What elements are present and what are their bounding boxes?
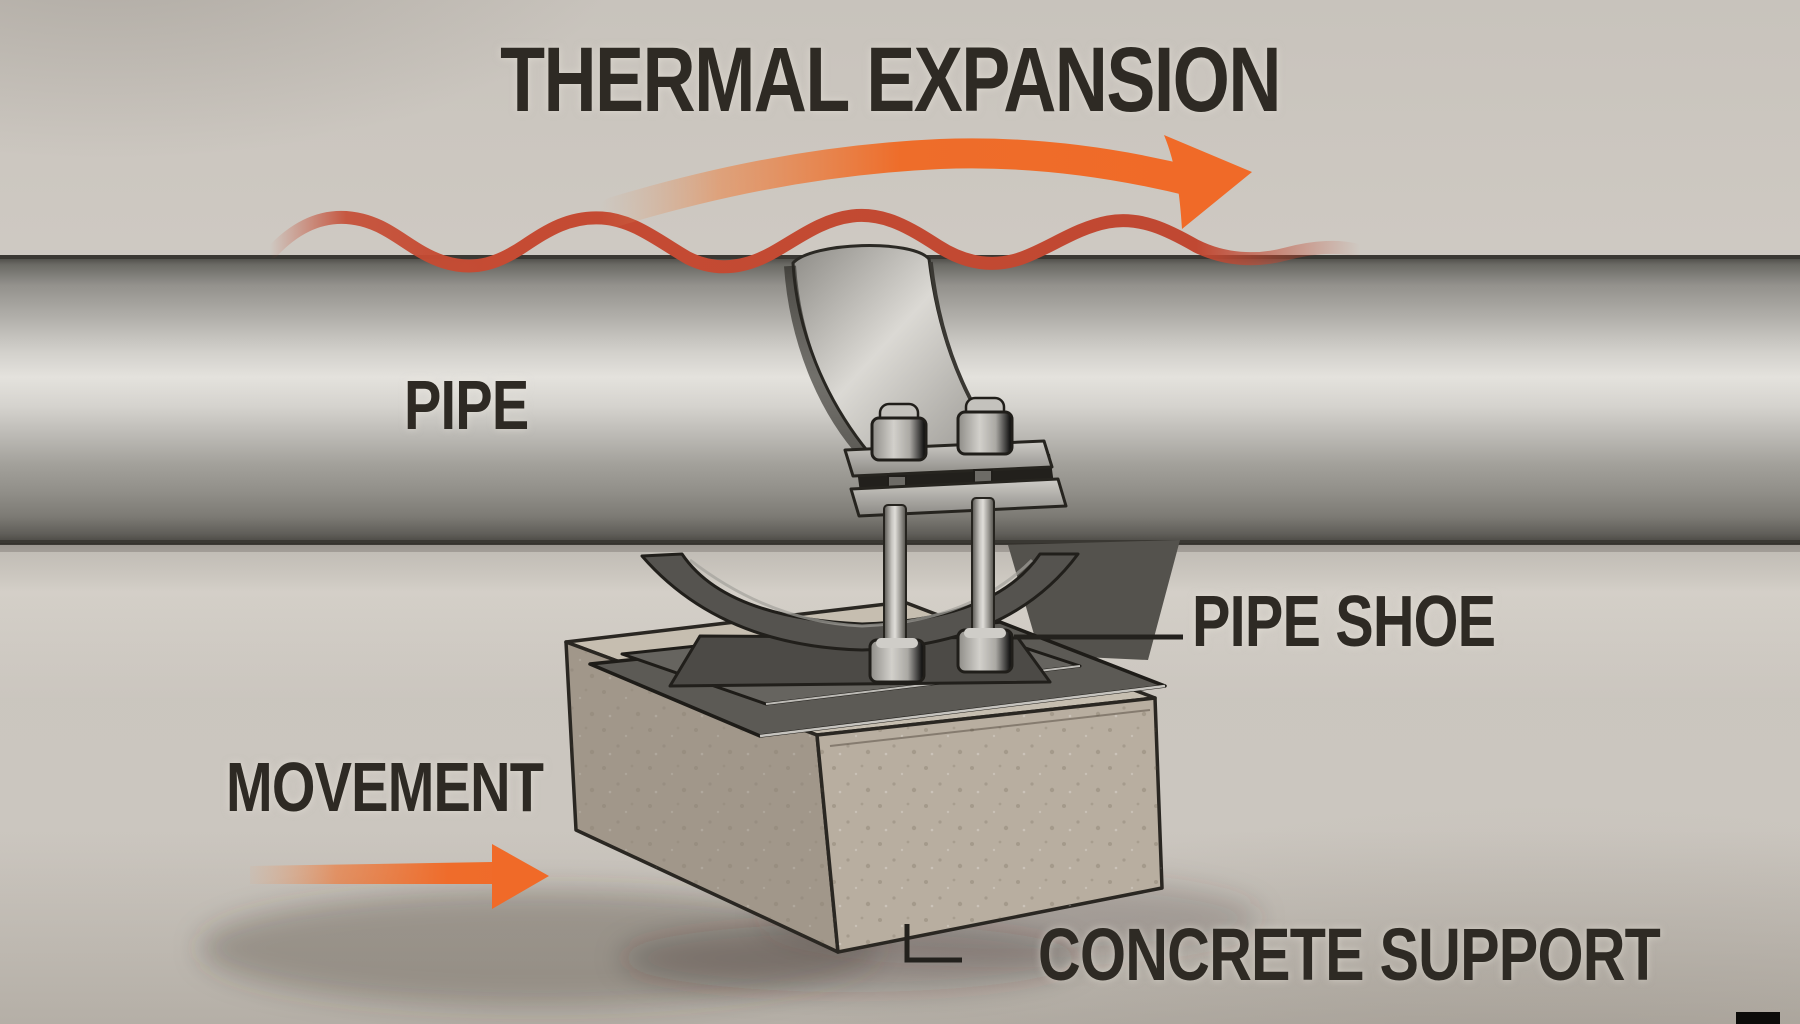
clamp-rod-right — [971, 497, 995, 647]
corner-mark — [1736, 1012, 1780, 1024]
clamp-nut-left — [870, 402, 928, 462]
pipe-saddle — [640, 552, 1080, 652]
leader-line-concrete-support — [904, 924, 962, 963]
clamp-nut-right — [956, 396, 1014, 456]
right-arrowhead-icon — [1164, 135, 1252, 229]
movement-arrow-body — [250, 862, 492, 884]
diagram-title: THERMAL EXPANSION — [500, 29, 1281, 131]
thermal-expansion-arrow — [599, 135, 1252, 229]
movement-arrow — [250, 844, 549, 909]
pipe-label: PIPE — [404, 366, 529, 444]
rod-bottom-nut-right — [956, 628, 1014, 674]
clamp-rod-left — [883, 504, 907, 656]
pipe-shoe-label: PIPE SHOE — [1192, 582, 1496, 662]
heat-wave-icon — [265, 208, 1363, 274]
arrow-body — [599, 138, 1209, 227]
movement-label: MOVEMENT — [226, 748, 544, 826]
movement-arrowhead-icon — [492, 844, 549, 909]
pipe-clamp — [784, 244, 1068, 684]
rod-bottom-nut-left — [868, 638, 926, 684]
concrete-support-label: CONCRETE SUPPORT — [1038, 913, 1661, 996]
